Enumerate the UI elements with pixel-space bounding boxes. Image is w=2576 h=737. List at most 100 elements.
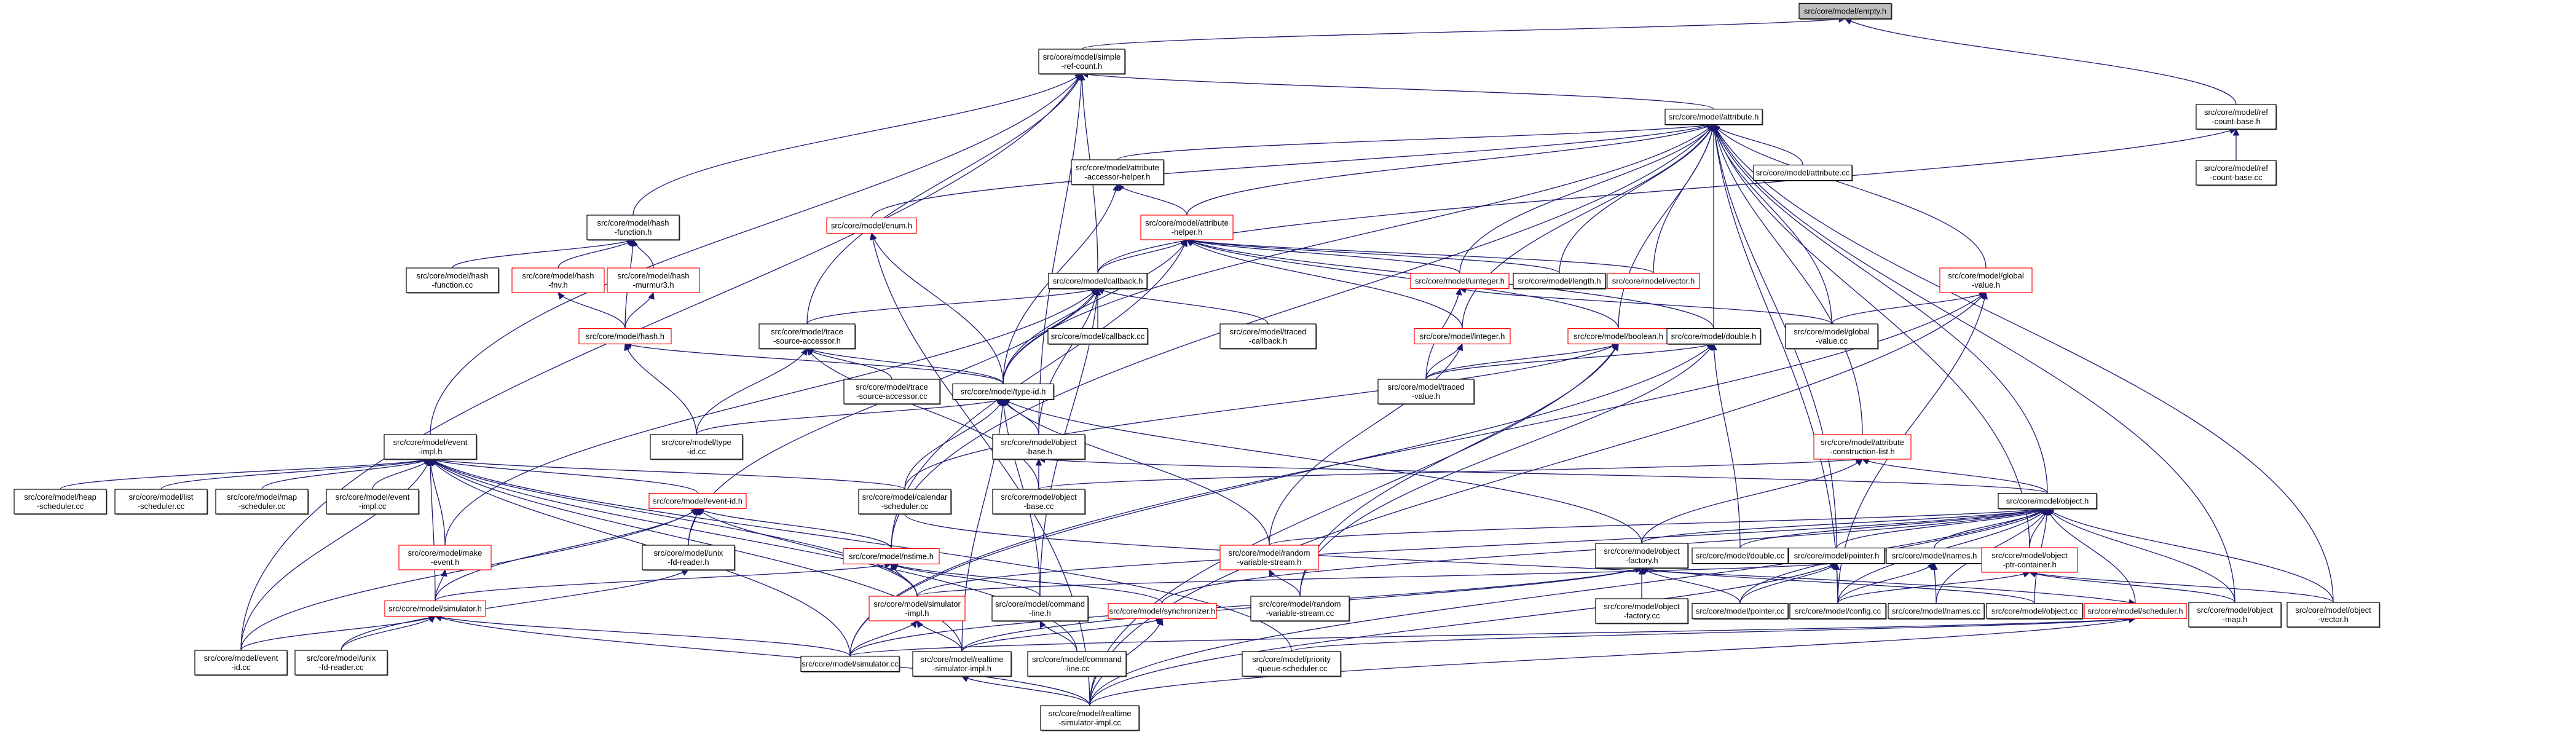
file-node-global-value-cc[interactable]: src/core/model/global-value.cc [1785, 323, 1879, 350]
file-node-event-id-cc[interactable]: src/core/model/event-id.cc [194, 650, 288, 676]
file-node-hash-function-cc[interactable]: src/core/model/hash-function.cc [406, 267, 500, 294]
dependency-edge [696, 348, 808, 435]
node-label: -event.h [431, 558, 460, 567]
file-node-type-id-h[interactable]: src/core/model/type-id.h [952, 383, 1055, 401]
node-label: src/core/model/event [393, 438, 468, 447]
file-node-simple-ref-count[interactable]: src/core/model/simple-ref-count.h [1038, 49, 1126, 75]
file-node-double-h[interactable]: src/core/model/double.h [1666, 328, 1762, 345]
file-node-attr-helper[interactable]: src/core/model/attribute-helper.h [1140, 215, 1234, 240]
file-node-event-impl-h[interactable]: src/core/model/event-impl.h [384, 434, 478, 460]
file-node-object-base-cc[interactable]: src/core/model/object-base.cc [992, 489, 1086, 515]
dependency-edge [961, 676, 1090, 706]
file-node-global-value-h[interactable]: src/core/model/global-value.h [1939, 267, 2033, 293]
dependency-edge [1081, 18, 1846, 50]
file-node-random-var-stream-cc[interactable]: src/core/model/random-variable-stream.cc [1250, 596, 1350, 622]
file-node-enum-h[interactable]: src/core/model/enum.h [826, 217, 917, 234]
file-node-ref-count-base-cc[interactable]: src/core/model/ref-count-base.cc [2196, 160, 2277, 186]
file-node-attribute-h[interactable]: src/core/model/attribute.h [1664, 108, 1763, 126]
node-label: src/core/model/object [2295, 605, 2371, 615]
file-node-nstime-h[interactable]: src/core/model/nstime.h [843, 548, 940, 565]
dependency-edge [916, 562, 1837, 597]
file-node-hash-murmur3[interactable]: src/core/model/hash-murmur3.h [607, 267, 700, 293]
file-node-callback-cc[interactable]: src/core/model/callback.cc [1047, 328, 1149, 345]
arrowhead-icon [1855, 459, 1863, 466]
file-node-length-h[interactable]: src/core/model/length.h [1513, 272, 1607, 290]
dependency-edge [1739, 563, 1837, 604]
file-node-object-ptr-container[interactable]: src/core/model/object-ptr-container.h [1981, 547, 2078, 573]
node-label: -ref-count.h [1062, 61, 1102, 71]
dependency-edge [1269, 344, 1463, 546]
dependency-edge [1089, 508, 2048, 706]
node-label: -scheduler.cc [37, 502, 84, 511]
file-node-synchronizer-h[interactable]: src/core/model/synchronizer.h [1108, 602, 1217, 620]
file-node-unix-fd-reader-cc[interactable]: src/core/model/unix-fd-reader.cc [294, 650, 388, 676]
file-node-integer-h[interactable]: src/core/model/integer.h [1414, 328, 1511, 345]
file-node-config-cc[interactable]: src/core/model/config.cc [1789, 602, 1887, 620]
arrowhead-icon [1706, 343, 1714, 351]
file-node-simulator-impl-h[interactable]: src/core/model/simulator-impl.h [869, 596, 966, 621]
file-node-random-var-stream-h[interactable]: src/core/model/random-variable-stream.h [1219, 545, 1319, 570]
file-node-traced-value[interactable]: src/core/model/traced-value.h [1377, 379, 1475, 405]
file-node-heap-scheduler[interactable]: src/core/model/heap-scheduler.cc [14, 489, 108, 515]
file-node-object-map[interactable]: src/core/model/object-map.h [2188, 602, 2282, 628]
file-node-attribute-cc[interactable]: src/core/model/attribute.cc [1753, 164, 1853, 182]
file-node-realtime-sim-impl-h[interactable]: src/core/model/realtime-simulator-impl.h [912, 651, 1012, 677]
file-node-hash-h[interactable]: src/core/model/hash.h [578, 328, 672, 345]
file-node-list-scheduler[interactable]: src/core/model/list-scheduler.cc [114, 489, 208, 515]
file-node-simulator-cc[interactable]: src/core/model/simulator.cc [800, 655, 900, 673]
file-node-trace-source-accessor-cc[interactable]: src/core/model/trace-source-accessor.cc [843, 379, 941, 405]
file-node-traced-callback[interactable]: src/core/model/traced-callback.h [1219, 323, 1317, 350]
file-node-scheduler-h[interactable]: src/core/model/scheduler.h [2084, 602, 2187, 620]
file-node-uinteger-h[interactable]: src/core/model/uinteger.h [1410, 272, 1510, 290]
node-label: src/core/model/simple [1043, 52, 1121, 61]
file-node-trace-source-accessor-h[interactable]: src/core/model/trace-source-accessor.h [758, 323, 856, 350]
node-label: -scheduler.cc [138, 502, 185, 511]
file-node-event-impl-cc[interactable]: src/core/model/event-impl.cc [326, 489, 420, 515]
node-label: -id.cc [687, 447, 706, 456]
node-label: src/core/model/realtime [1048, 709, 1131, 718]
node-box [1986, 602, 2083, 620]
file-node-object-vector[interactable]: src/core/model/object-vector.h [2286, 602, 2381, 628]
file-node-unix-fd-reader-h[interactable]: src/core/model/unix-fd-reader.h [642, 545, 736, 571]
node-box [1692, 602, 1789, 620]
file-node-object-factory-cc[interactable]: src/core/model/object-factory.cc [1595, 598, 1689, 625]
file-node-hash-function-h[interactable]: src/core/model/hash-function.h [586, 215, 680, 241]
file-node-boolean-h[interactable]: src/core/model/boolean.h [1567, 328, 1669, 345]
file-node-attr-accessor-helper[interactable]: src/core/model/attribute-accessor-helper… [1071, 159, 1165, 186]
file-node-object-h[interactable]: src/core/model/object.h [1998, 492, 2098, 510]
file-node-command-line-cc[interactable]: src/core/model/command-line.cc [1027, 651, 1127, 677]
node-box [1108, 602, 1217, 620]
file-node-object-cc[interactable]: src/core/model/object.cc [1986, 602, 2084, 620]
file-node-priority-queue-scheduler[interactable]: src/core/model/priority-queue-scheduler.… [1242, 651, 1342, 677]
file-node-calendar-scheduler[interactable]: src/core/model/calendar-scheduler.cc [858, 489, 952, 515]
file-node-make-event[interactable]: src/core/model/make-event.h [398, 545, 492, 570]
file-node-simulator-h[interactable]: src/core/model/simulator.h [384, 600, 486, 617]
file-node-empty[interactable]: src/core/model/empty.h [1798, 2, 1893, 20]
file-node-pointer-cc[interactable]: src/core/model/pointer.cc [1692, 602, 1789, 620]
arrowhead-icon [1078, 73, 1085, 81]
file-node-vector-h[interactable]: src/core/model/vector.h [1607, 272, 1700, 290]
file-node-hash-fnv[interactable]: src/core/model/hash-fnv.h [511, 267, 605, 293]
file-node-type-id-cc[interactable]: src/core/model/type-id.cc [650, 434, 744, 460]
file-node-ref-count-base-h[interactable]: src/core/model/ref-count-base.h [2196, 104, 2277, 130]
file-node-names-cc[interactable]: src/core/model/names.cc [1888, 602, 1985, 620]
file-node-object-factory-h[interactable]: src/core/model/object-factory.h [1595, 543, 1689, 569]
file-node-command-line-h[interactable]: src/core/model/command-line.h [991, 596, 1089, 622]
node-label: src/core/model/command [995, 599, 1085, 609]
file-node-object-base-h[interactable]: src/core/model/object-base.h [992, 434, 1086, 460]
node-box [384, 600, 486, 617]
node-box [869, 596, 966, 621]
file-node-callback-h[interactable]: src/core/model/callback.h [1048, 272, 1148, 290]
file-node-event-id-h[interactable]: src/core/model/event-id.h [648, 492, 747, 510]
file-node-pointer-h[interactable]: src/core/model/pointer.h [1788, 547, 1886, 565]
file-node-realtime-sim-impl-cc[interactable]: src/core/model/realtime-simulator-impl.c… [1040, 705, 1140, 731]
node-label: -line.cc [1064, 664, 1090, 673]
arrowhead-icon [441, 569, 447, 577]
file-node-double-cc[interactable]: src/core/model/double.cc [1692, 547, 1789, 565]
file-node-map-scheduler[interactable]: src/core/model/map-scheduler.cc [215, 489, 309, 515]
file-node-names-h[interactable]: src/core/model/names.h [1886, 547, 1983, 565]
node-label: src/core/model/object [1001, 438, 1077, 447]
node-box [14, 489, 107, 514]
file-node-attr-construction-list[interactable]: src/core/model/attribute-construction-li… [1813, 434, 1912, 460]
